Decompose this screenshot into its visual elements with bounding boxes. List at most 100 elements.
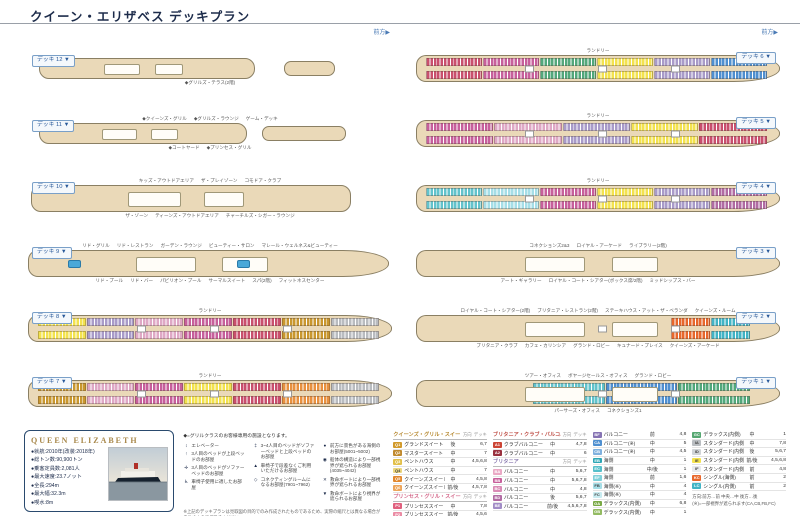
facility-label: ◆コートヤード (168, 145, 200, 150)
category-color-chip: A1 (492, 441, 502, 448)
category-name: プリンセススイート (404, 504, 445, 510)
ship-photo (108, 447, 169, 501)
legend-column: ↕エレベーター↑3人目のベッドが上段ベッドのお部屋✛3人目のベッドがソファーベッ… (183, 443, 245, 505)
cabin-band (135, 383, 184, 392)
cabin-band (630, 123, 699, 132)
deck-5-labels-bottom (412, 148, 784, 154)
cabin-band-row (37, 383, 379, 392)
cabin-band (281, 330, 330, 339)
deck-row-1: ツアー・オフィスボヤージセールス・オフィスグランド・ロビーデッキ 1 ▼パーサー… (412, 361, 784, 426)
category-decks: 4 (683, 492, 687, 498)
column-header-direction: 方向 (462, 432, 472, 437)
deck-2-badge[interactable]: デッキ 2 ▼ (736, 312, 776, 324)
category-color-chip: BA (492, 469, 502, 475)
category-color-chip: KC (692, 474, 702, 481)
deck-plan-spread: 前方▶ デッキ 12 ▼◆グリルズ・テラス(2階)◆クイーンズ・グリル◆グリルズ… (0, 24, 800, 428)
category-direction: 中 (550, 443, 556, 449)
cabin-band-row (425, 58, 767, 67)
stairs-box (525, 195, 535, 202)
legend-symbol-icon: ◉ (322, 456, 327, 462)
category-direction: 中 (550, 451, 556, 457)
category-decks: 4,5,6,7,8 (567, 503, 587, 509)
ship-spec-item: ●乗客定員数:2,081人 (31, 465, 80, 472)
deck-7-badge[interactable]: デッキ 7 ▼ (32, 377, 72, 389)
cabin-band (539, 200, 596, 209)
category-color-chip: Q1 (393, 441, 403, 448)
deck-12-badge[interactable]: デッキ 12 ▼ (32, 55, 75, 67)
legend-item-text: 救命ボートにより視界が遮られるお部屋 (329, 490, 381, 502)
cabin-band (86, 383, 135, 392)
category-name: バルコニー (503, 479, 529, 485)
deck-8-badge[interactable]: デッキ 8 ▼ (32, 312, 72, 324)
category-decks: 2 (783, 475, 786, 481)
cabin-band (233, 383, 281, 392)
category-decks: 4,5,6,8 (471, 459, 487, 465)
facility-label: ゲーム・デッキ (245, 116, 278, 121)
bottom-panel: QUEEN ELIZABETH ●就航:2010年(改装:2018年)●総トン数… (24, 430, 786, 516)
cabin-table-notes: 方向:前方…前 中央…中 後方…後(※)=一部視界が遮られます(CA,CB,FB… (692, 494, 786, 507)
cabin-band (670, 318, 710, 327)
deck-list-right: ランドリーデッキ 6 ▼ランドリーデッキ 5 ▼ランドリーデッキ 4 ▼コネクシ… (412, 36, 784, 426)
facility-label: ブリタニア・レストラン(2階) (537, 308, 598, 313)
deck-8-plan: デッキ 8 ▼ (24, 312, 396, 342)
ship-spec-item: ●最大速度:23.7ノット (31, 474, 82, 481)
category-color-chip: BB (492, 477, 502, 484)
facility-label: ライブラリー(2階) (629, 243, 667, 248)
legend-item-text: 3人目のベッドがソファーベッドのお部屋 (191, 465, 245, 476)
ship-outline-deck-5 (415, 120, 781, 147)
column-header-direction: 方向 (562, 432, 572, 437)
facility-label: グランド・ロビー (573, 343, 610, 348)
category-decks: 7 (484, 468, 487, 474)
column-header-direction: 方向 (562, 459, 572, 465)
deck-6-badge[interactable]: デッキ 6 ▼ (736, 52, 776, 64)
deck-10-badge[interactable]: デッキ 10 ▼ (32, 182, 75, 194)
ship-outline-deck-2 (415, 315, 781, 342)
category-decks: 1,6 (679, 475, 687, 481)
facility-label: ブリタニア・クラブ (476, 343, 518, 348)
cabin-band (135, 330, 184, 339)
category-name: スタンダード(内側) (703, 467, 744, 473)
cabin-band (281, 383, 330, 392)
deck-5-badge[interactable]: デッキ 5 ▼ (736, 117, 776, 129)
column-header-deck: デッキ (473, 493, 487, 499)
legend-column: ‡3~4人目のベッドがソファーベッドと上段ベッドのお部屋▲車椅子で段差なくご利用… (253, 443, 315, 505)
category-group-name: プリンセス・グリル・スイート (393, 493, 461, 500)
deck-9-badge[interactable]: デッキ 9 ▼ (32, 247, 72, 259)
category-group-name: ブリタニア・クラブ・バルコニー (492, 432, 561, 438)
deck-7-labels-top: ランドリー (24, 373, 396, 379)
cabin-band (425, 188, 482, 197)
cabin-band (482, 188, 539, 197)
category-name: デラックス(内側) (603, 502, 641, 508)
category-name: プリンセススイート (404, 513, 445, 516)
cabin-category-group-title: ブリタニア方向デッキ (492, 458, 587, 468)
deck-10-labels-bottom: ザ・ゾーンティーンズ・アウトドアエリアチャーチルズ・シガー・ラウンジ (24, 213, 396, 219)
category-name: 海側 (603, 476, 614, 482)
deck-9-labels-bottom: リド・プールリド・バーパビリオン・プールサーマルスイートスパ(2階)フィットネス… (24, 278, 396, 284)
deck-1-labels-bottom: パーサーズ・オフィスコネクションズ1 (412, 408, 784, 414)
ship-outline-deck-8 (27, 315, 393, 342)
cabin-band (330, 395, 379, 404)
deck-3-badge[interactable]: デッキ 3 ▼ (736, 247, 776, 259)
deck-1-badge[interactable]: デッキ 1 ▼ (736, 377, 776, 389)
facility-label: ミッドシップス・バー (649, 278, 696, 283)
category-color-chip: EC (592, 466, 602, 473)
category-decks: 4,5,6,8 (771, 458, 786, 464)
pool (68, 259, 82, 268)
category-decks: 4,5,6 (476, 512, 487, 516)
category-color-chip: IA (692, 440, 702, 447)
cabin-band (425, 123, 494, 132)
legend-item: ◉船体の構造により一部視界が遮られるお部屋(4035~4042) (322, 457, 384, 474)
deck-11-badge[interactable]: デッキ 11 ▼ (32, 120, 75, 132)
deck-plan-page-left: 前方▶ デッキ 12 ▼◆グリルズ・テラス(2階)◆クイーンズ・グリル◆グリルズ… (24, 24, 396, 428)
cabin-band (37, 395, 86, 404)
deck-4-badge[interactable]: デッキ 4 ▼ (736, 182, 776, 194)
